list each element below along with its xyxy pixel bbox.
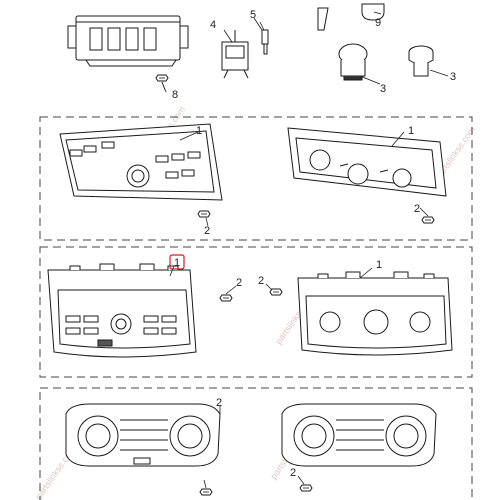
part-knob-9: [361, 3, 385, 21]
callout-2a: 2: [204, 225, 210, 237]
callout-3b: 3: [450, 71, 456, 83]
highlight-box: [169, 254, 185, 270]
panel-section1-right: [287, 127, 447, 197]
section-frames: [39, 116, 473, 500]
callout-2e: 2: [216, 397, 222, 409]
panel-section3-right: [281, 403, 437, 467]
part-clip-top: [317, 7, 329, 31]
callout-1d: 1: [376, 259, 382, 271]
part-knob-3b: [408, 45, 434, 77]
panel-section1-left: [59, 123, 223, 201]
panel-section3-left: [65, 403, 221, 467]
callout-4: 4: [210, 19, 216, 31]
callout-8: 8: [172, 89, 178, 101]
part-module-top: [67, 15, 189, 67]
part-pin-5: [261, 29, 269, 55]
part-bracket-4: [221, 30, 249, 79]
callouts: 9 4 5 3 3 8 1 1 2 2 1 2 2 1 2 2: [172, 9, 456, 479]
callout-1a: 1: [196, 125, 202, 137]
frame-section-1: [39, 116, 473, 241]
callout-9: 9: [375, 17, 381, 29]
leader-lines: [161, 11, 449, 489]
callout-2d: 2: [258, 275, 264, 287]
callout-1b: 1: [408, 125, 414, 137]
panel-section2-right: [297, 271, 453, 356]
callout-2f: 2: [290, 467, 296, 479]
callout-2b: 2: [414, 203, 420, 215]
callout-2c: 2: [236, 277, 242, 289]
part-knob-3a: [338, 43, 368, 81]
callout-1c: 1: [174, 257, 180, 269]
callout-5: 5: [250, 9, 256, 21]
frame-section-2: [39, 246, 473, 378]
frame-section-3: [39, 387, 473, 500]
callout-3a: 3: [380, 83, 386, 95]
panel-section2-left: [47, 263, 197, 358]
